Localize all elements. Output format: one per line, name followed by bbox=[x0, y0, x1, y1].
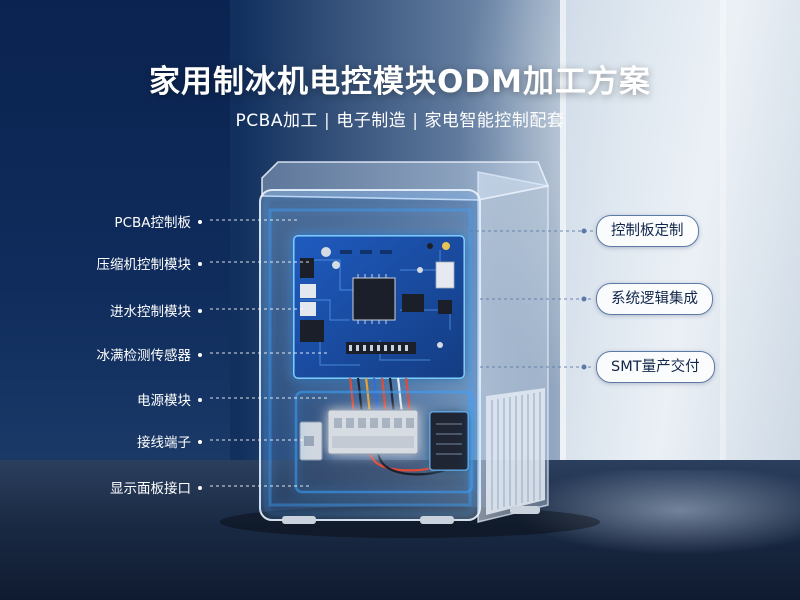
callout-terminal-block: 接线端子 bbox=[2, 431, 202, 451]
page-title: 家用制冰机电控模块ODM加工方案 bbox=[149, 64, 651, 100]
subtitle-item-smart-control: 家电智能控制配套 bbox=[424, 111, 565, 131]
subtitle-separator: | bbox=[412, 111, 419, 131]
machine-foot bbox=[282, 516, 316, 524]
module-tray-glow bbox=[294, 390, 474, 494]
pcba-board bbox=[293, 235, 465, 379]
housing-glow-edge bbox=[265, 195, 475, 515]
badge-smt-mass-production: SMT量产交付 bbox=[596, 351, 715, 383]
subtitle-separator: | bbox=[323, 111, 331, 131]
terminal-block bbox=[327, 409, 419, 455]
power-module bbox=[429, 411, 469, 471]
subtitle-item-pcba: PCBA加工 bbox=[235, 111, 318, 131]
leader-dot bbox=[581, 296, 587, 302]
inner-glow-frame bbox=[268, 208, 472, 507]
page-subtitle: PCBA加工|电子制造|家电智能控制配套 bbox=[0, 106, 800, 131]
machine-foot bbox=[420, 516, 454, 524]
callout-display-interface: 显示面板接口 bbox=[2, 477, 202, 497]
callout-water-inlet-module: 进水控制模块 bbox=[2, 300, 202, 320]
machine-foot bbox=[510, 506, 540, 514]
leader-dot bbox=[581, 364, 587, 370]
callout-power-module: 电源模块 bbox=[2, 389, 202, 409]
wall-edge bbox=[560, 0, 566, 470]
callout-pcba-board: PCBA控制板 bbox=[2, 211, 202, 231]
vent-grille bbox=[486, 388, 545, 515]
wall-panel-seam bbox=[720, 0, 726, 470]
back-wall-left bbox=[0, 0, 230, 470]
left-leader-lines bbox=[210, 219, 330, 487]
right-leader-lines bbox=[470, 230, 594, 368]
badge-system-logic-integration: 系统逻辑集成 bbox=[596, 283, 713, 315]
callout-compressor-module: 压缩机控制模块 bbox=[2, 253, 202, 273]
callout-ice-full-sensor: 冰满检测传感器 bbox=[2, 344, 202, 364]
leader-dot bbox=[581, 228, 587, 234]
display-interface-connector bbox=[299, 421, 323, 461]
badge-custom-control-board: 控制板定制 bbox=[596, 215, 699, 247]
subtitle-item-electronics: 电子制造 bbox=[336, 111, 407, 131]
